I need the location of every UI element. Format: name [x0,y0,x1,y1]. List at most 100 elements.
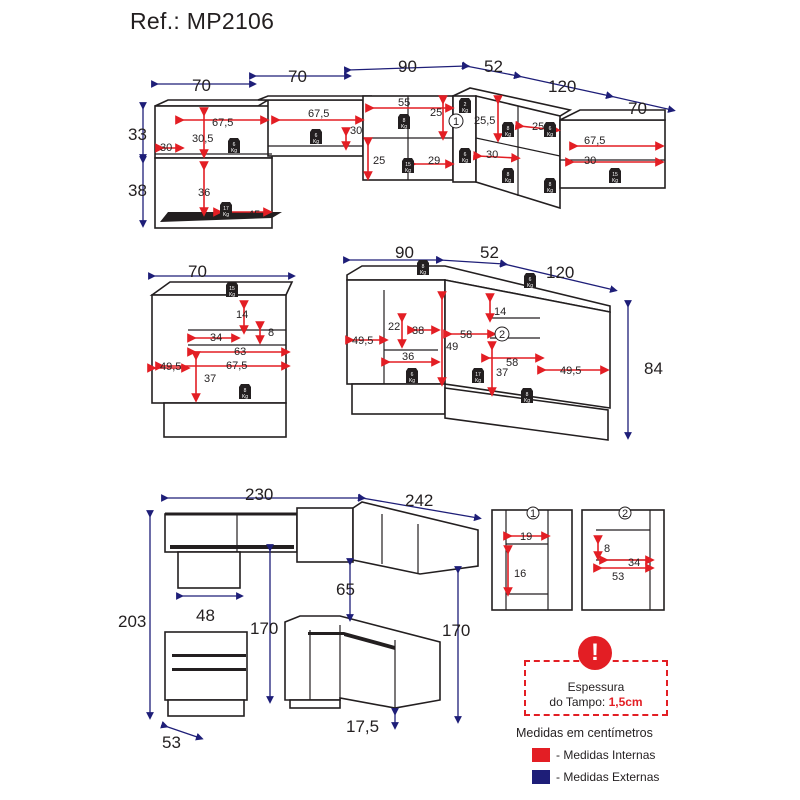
weight-badge: 8Kg [502,122,514,138]
weight-unit: Kg [527,283,533,289]
mid-corner-height: 84 [644,359,663,378]
weight-unit: Kg [524,398,530,404]
mid-corner-int-6: 36 [402,351,414,363]
detail-2: 2 8 34 53 [581,506,665,611]
bottom-width-1: 230 [245,485,273,504]
bottom-counter-gap: 65 [336,580,355,599]
weight-badge: 8Kg [502,168,514,184]
bottom-height-right: 170 [442,621,470,640]
weight-unit: Kg [462,158,468,164]
weight-value: 8 [403,118,406,124]
units-text: Medidas em centímetros [516,726,653,740]
warning-prefix: do Tampo: [549,695,606,709]
weight-value: 8 [549,182,552,188]
mid-corner-width-3: 120 [546,263,574,282]
weight-badge: 8Kg [544,178,556,194]
top-int-16: 30 [584,155,596,167]
mid-left-int-3: 8 [268,327,274,339]
top-int-15: 67,5 [584,135,605,147]
detail-2-label-1: 8 [604,543,610,555]
legend-external: - Medidas Externas [532,770,659,784]
weight-unit: Kg [405,168,411,174]
mid-left-int-2: 34 [210,332,222,344]
detail-1-marker: 1 [530,508,536,520]
weight-value: 17 [475,372,481,378]
bottom-height-left: 170 [250,619,278,638]
weight-value: 8 [507,172,510,178]
weight-value: 15 [229,286,235,292]
top-int-10: 25 [373,155,385,167]
mid-left-int-4: 63 [234,346,246,358]
weight-unit: Kg [547,132,553,138]
weight-unit: Kg [242,394,248,400]
mid-corner-width-1: 90 [395,243,414,262]
weight-badge: 6Kg [459,148,471,164]
weight-value: 15 [612,172,618,178]
top-int-9: 25 [430,107,442,119]
weight-value: 6 [464,152,467,158]
detail-2-label-2: 34 [628,557,640,569]
internal-label: - Medidas Internas [556,748,656,762]
internal-swatch [532,748,550,762]
top-ext-width-1: 70 [192,76,211,95]
mid-corner-int-7: 49 [446,341,458,353]
mid-corner-int-4: 49,5 [352,335,373,347]
weight-unit: Kg [612,178,618,184]
external-swatch [532,770,550,784]
top-ext-width-6: 70 [628,99,647,118]
top-int-2: 30,5 [192,133,213,145]
weight-value: 8 [422,264,425,270]
top-ext-width-2: 70 [288,67,307,86]
weight-unit: Kg [313,139,319,145]
top-int-6: 67,5 [308,108,329,120]
weight-unit: Kg [401,124,407,130]
top-ext-width-3: 90 [398,57,417,76]
top-ext-height-1: 33 [128,125,147,144]
top-int-1: 67,5 [212,117,233,129]
weight-unit: Kg [547,188,553,194]
top-int-8: 55 [398,97,410,109]
reference-title: Ref.: MP2106 [130,8,275,34]
bottom-depth-upper: 48 [196,606,215,625]
top-int-14: 30 [486,149,498,161]
mid-left-width: 70 [188,262,207,281]
weight-unit: Kg [229,292,235,298]
weight-badge: 2Kg [459,98,471,114]
weight-badge: 8Kg [417,260,429,276]
weight-value: 8 [526,392,529,398]
mid-corner-int-9: 37 [496,367,508,379]
bottom-base-depth: 53 [162,733,181,752]
bottom-view: 230 242 203 170 170 48 65 53 17,5 [118,485,482,752]
weight-unit: Kg [223,212,229,218]
weight-value: 8 [507,126,510,132]
mid-left-int-5: 67,5 [226,360,247,372]
mid-corner-int-8: 58 [506,357,518,369]
bottom-height-total: 203 [118,612,146,631]
top-int-5: 45 [248,209,260,221]
mid-corner-int-5: 58 [460,329,472,341]
top-ext-width-5: 120 [548,77,576,96]
top-int-3: 30 [160,142,172,154]
detail-1-label-2: 16 [514,568,526,580]
weight-value: 17 [223,206,229,212]
top-int-7: 30 [350,125,362,137]
mid-corner-width-2: 52 [480,243,499,262]
middle-view: 70 14 34 8 63 67,5 49,5 37 90 52 120 84 [147,243,663,441]
weight-badge: 6Kg [524,273,536,289]
detail-2-marker-mid-label: 2 [499,329,505,341]
weight-unit: Kg [505,178,511,184]
weight-unit: Kg [505,132,511,138]
weight-badges: 6Kg6Kg17Kg8Kg2Kg8Kg6Kg6Kg15Kg8Kg8Kg15Kg1… [220,98,621,404]
warning-line-1: Espessura [567,680,625,694]
top-int-11: 29 [428,155,440,167]
weight-value: 6 [411,372,414,378]
weight-value: 6 [315,133,318,139]
weight-unit: Kg [231,148,237,154]
mid-corner-int-2: 22 [388,321,400,333]
weight-badge: 8Kg [239,384,251,400]
